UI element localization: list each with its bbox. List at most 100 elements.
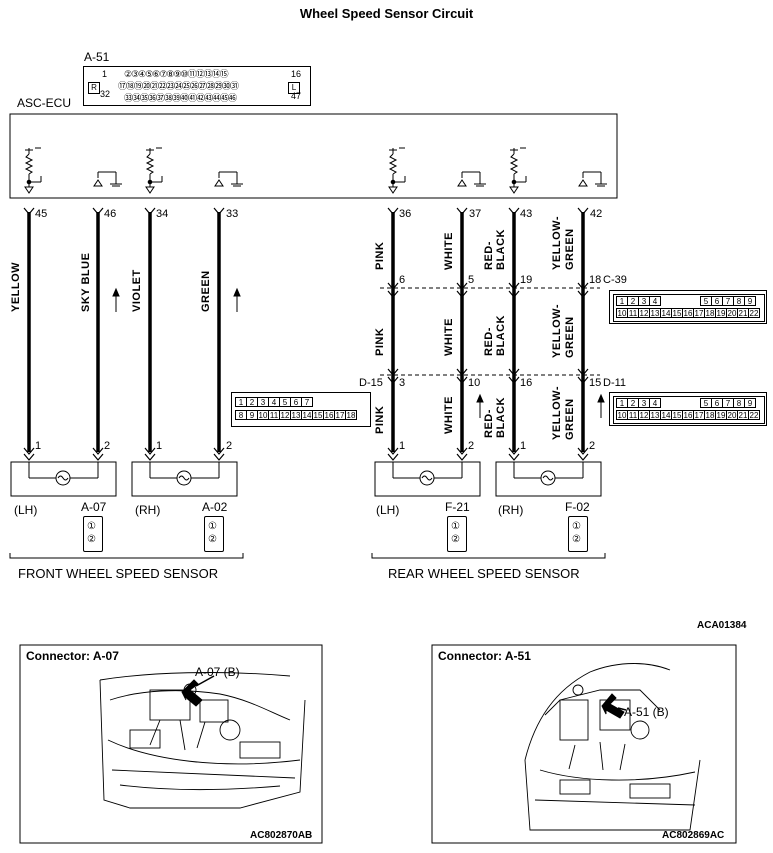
d15-pin-10: 10 bbox=[468, 377, 481, 389]
wire-label-black-mid: BLACK bbox=[495, 315, 507, 356]
rear-sensor-group-label: REAR WHEEL SPEED SENSOR bbox=[388, 566, 580, 581]
engine-bay-sketch-a51 bbox=[524, 663, 701, 831]
photo-a07-callout: A-07 (B) bbox=[195, 665, 240, 679]
ecu-connector-face: R L 1 32 16 47 ②③④⑤⑥⑦⑧⑨⑩⑪⑫⑬⑭⑮ ⑰⑱⑲⑳㉑㉒㉓㉔㉕㉖… bbox=[83, 66, 311, 106]
ecu-pin-46: 46 bbox=[104, 208, 117, 220]
wire-label-white-mid: WHITE bbox=[443, 318, 455, 356]
photo-a51-code: AC802869AC bbox=[662, 830, 725, 841]
wire-label-yellow-mid: YELLOW- bbox=[551, 304, 563, 358]
arrow-a07 bbox=[181, 675, 215, 707]
c39-pin-18: 18 bbox=[589, 274, 602, 286]
wire-label-white-lower: WHITE bbox=[443, 396, 455, 434]
ecu-connector-row1: ②③④⑤⑥⑦⑧⑨⑩⑪⑫⑬⑭⑮ bbox=[124, 69, 229, 79]
d15-pin-3: 3 bbox=[399, 377, 406, 389]
c39-pin-19: 19 bbox=[520, 274, 533, 286]
signal-arrows bbox=[112, 287, 605, 418]
front-rh-connector-face: ① ② bbox=[204, 516, 224, 552]
rear-rh-side: (RH) bbox=[498, 503, 524, 517]
ecu-pin-42: 42 bbox=[590, 208, 603, 220]
front-rh-connector-id: A-02 bbox=[202, 500, 228, 514]
c39-cell-22: 22 bbox=[748, 308, 760, 318]
wire-label-sky-blue: SKY BLUE bbox=[80, 252, 92, 312]
front-rh-pin-2: 2 bbox=[226, 440, 233, 452]
d11-cell-22: 22 bbox=[748, 410, 760, 420]
arrow-a51 bbox=[601, 693, 627, 719]
junction-dashed-lines bbox=[380, 287, 600, 376]
wire-label-green-lower: GREEN bbox=[564, 398, 576, 440]
c39-cell-9: 9 bbox=[744, 296, 756, 306]
engine-bay-sketch-a07 bbox=[99, 672, 306, 809]
wire-label-green-mid: GREEN bbox=[564, 316, 576, 358]
diagram-code: ACA01384 bbox=[697, 620, 747, 631]
ecu-connector-l-mark: L bbox=[288, 82, 300, 94]
d11-pin-16: 16 bbox=[520, 377, 533, 389]
d15-connector-id: D-15 bbox=[359, 377, 383, 389]
ecu-pin-36: 36 bbox=[399, 208, 412, 220]
front-rh-pin-1: 1 bbox=[156, 440, 163, 452]
rear-lh-connector-id: F-21 bbox=[445, 500, 470, 514]
rear-rh-connector-face: ① ② bbox=[568, 516, 588, 552]
wire-label-red-upper: RED- bbox=[483, 241, 495, 270]
wire-connector-marks bbox=[23, 207, 589, 461]
c39-cell-4: 4 bbox=[649, 296, 661, 306]
diagram-title: Wheel Speed Sensor Circuit bbox=[299, 6, 474, 21]
wire-label-white-upper: WHITE bbox=[443, 232, 455, 270]
rear-lh-side: (LH) bbox=[376, 503, 400, 517]
ecu-connector-pin1: 1 bbox=[102, 69, 108, 79]
ecu-box bbox=[9, 113, 618, 199]
c39-pin-6: 6 bbox=[399, 274, 406, 286]
wire-label-red-lower: RED- bbox=[483, 409, 495, 438]
ecu-connector-r-mark: R bbox=[88, 82, 100, 94]
front-lh-pin-1: 1 bbox=[35, 440, 42, 452]
d11-cell-4: 4 bbox=[649, 398, 661, 408]
rear-rh-pin-1: 1 bbox=[520, 440, 527, 452]
front-lh-connector-id: A-07 bbox=[81, 500, 107, 514]
ecu-pin-45: 45 bbox=[35, 208, 48, 220]
rear-lh-pin-1: 1 bbox=[399, 440, 406, 452]
d11-pin-15: 15 bbox=[589, 377, 602, 389]
ecu-input-resistors bbox=[24, 147, 527, 194]
ecu-connector-row2: ⑰⑱⑲⑳㉑㉒㉓㉔㉕㉖㉗㉘㉙㉚㉛ bbox=[118, 81, 239, 91]
front-lh-connector-face: ① ② bbox=[83, 516, 103, 552]
wire-label-pink-lower: PINK bbox=[374, 405, 386, 434]
photo-frame-a51 bbox=[431, 644, 737, 844]
rear-lh-pin-2: 2 bbox=[468, 440, 475, 452]
wire-label-green: GREEN bbox=[200, 270, 212, 312]
ecu-label: ASC-ECU bbox=[17, 96, 72, 110]
ecu-connector-pin16: 16 bbox=[291, 69, 302, 79]
ecu-ground-symbols bbox=[93, 171, 607, 187]
wire-label-green-upper: GREEN bbox=[564, 228, 576, 270]
c39-connector-id: C-39 bbox=[603, 274, 627, 286]
d15-cell-18: 18 bbox=[345, 410, 357, 420]
ecu-connector-pin32: 32 bbox=[100, 89, 111, 99]
d15-cell-7: 7 bbox=[301, 397, 313, 407]
sensor-boxes bbox=[10, 461, 602, 497]
d11-cell-9: 9 bbox=[744, 398, 756, 408]
photo-a07-title: Connector: A-07 bbox=[26, 649, 119, 663]
ecu-connector-row3: ㉝㉞㉟㊱㊲㊳㊴㊵㊶㊷㊸㊹㊺㊻ bbox=[124, 93, 237, 103]
ecu-connector-pin47: 47 bbox=[291, 91, 302, 101]
wire-label-yellow-lower: YELLOW- bbox=[551, 386, 563, 440]
front-rh-side: (RH) bbox=[135, 503, 161, 517]
wire-label-yellow: YELLOW bbox=[10, 261, 22, 312]
d11-connector-id: D-11 bbox=[603, 377, 627, 389]
group-brackets bbox=[9, 553, 606, 559]
wire-label-yellow-upper: YELLOW- bbox=[551, 216, 563, 270]
wire-label-red-mid: RED- bbox=[483, 327, 495, 356]
c39-pin-5: 5 bbox=[468, 274, 475, 286]
front-lh-pin-2: 2 bbox=[104, 440, 111, 452]
photo-a07-code: AC802870AB bbox=[250, 830, 313, 841]
ecu-pin-33: 33 bbox=[226, 208, 239, 220]
ecu-pin-43: 43 bbox=[520, 208, 533, 220]
front-sensor-group-label: FRONT WHEEL SPEED SENSOR bbox=[18, 566, 219, 581]
wire-label-black-lower: BLACK bbox=[495, 397, 507, 438]
photo-a51-title: Connector: A-51 bbox=[438, 649, 531, 663]
ecu-pin-37: 37 bbox=[469, 208, 482, 220]
photo-frame-a07 bbox=[19, 644, 323, 844]
harness-wires bbox=[27, 212, 585, 452]
rear-rh-pin-2: 2 bbox=[589, 440, 596, 452]
